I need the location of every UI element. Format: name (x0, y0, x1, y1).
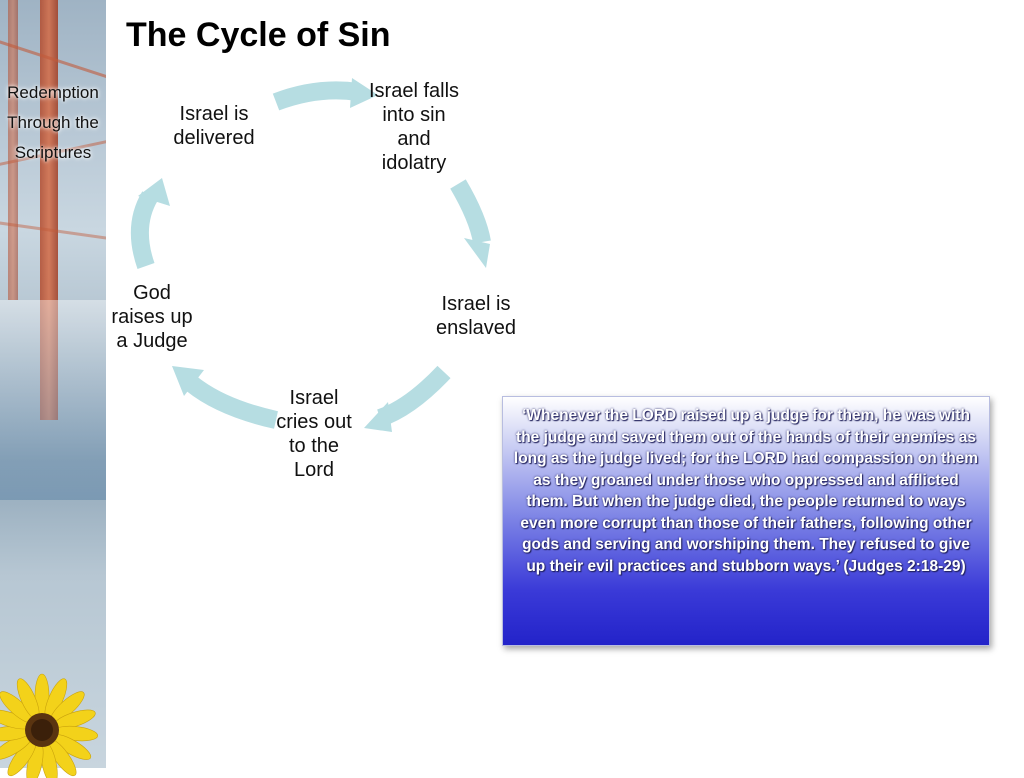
arrow-falls-to-enslaved (450, 179, 491, 244)
arrow-enslaved-to-cries (376, 365, 451, 427)
page-title: The Cycle of Sin (126, 16, 391, 54)
node-god-raises-judge: God raises up a Judge (111, 282, 193, 352)
arrow-enslaved-to-cries-head (364, 402, 392, 432)
arrow-delivered-to-falls (272, 81, 360, 111)
series-title-line-3: Scriptures (14, 143, 92, 162)
arrow-judge-to-delivered (130, 191, 158, 269)
series-title: Redemption Through the Scriptures (0, 78, 106, 168)
node-israel-falls: Israel falls into sin and idolatry (368, 80, 460, 174)
arrow-judge-to-delivered-head (138, 178, 170, 206)
scripture-quote-text: ‘Whenever the LORD raised up a judge for… (513, 407, 979, 575)
side-photo-strip (0, 0, 106, 768)
series-title-line-2: Through the (7, 113, 99, 132)
sunflower-image (0, 673, 99, 778)
node-israel-delivered: Israel is delivered (173, 103, 255, 149)
node-israel-cries-out: Israel cries out to the Lord (276, 387, 352, 481)
arrow-cries-to-judge-head (172, 366, 204, 396)
series-title-line-1: Redemption (7, 83, 99, 102)
node-israel-enslaved: Israel is enslaved (435, 293, 517, 339)
arrow-falls-to-enslaved-head (464, 238, 490, 268)
arrow-delivered-to-falls-head (350, 78, 378, 108)
cycle-arrows (130, 78, 491, 432)
scripture-quote-box: ‘Whenever the LORD raised up a judge for… (502, 396, 990, 646)
arrow-cries-to-judge (186, 376, 278, 429)
